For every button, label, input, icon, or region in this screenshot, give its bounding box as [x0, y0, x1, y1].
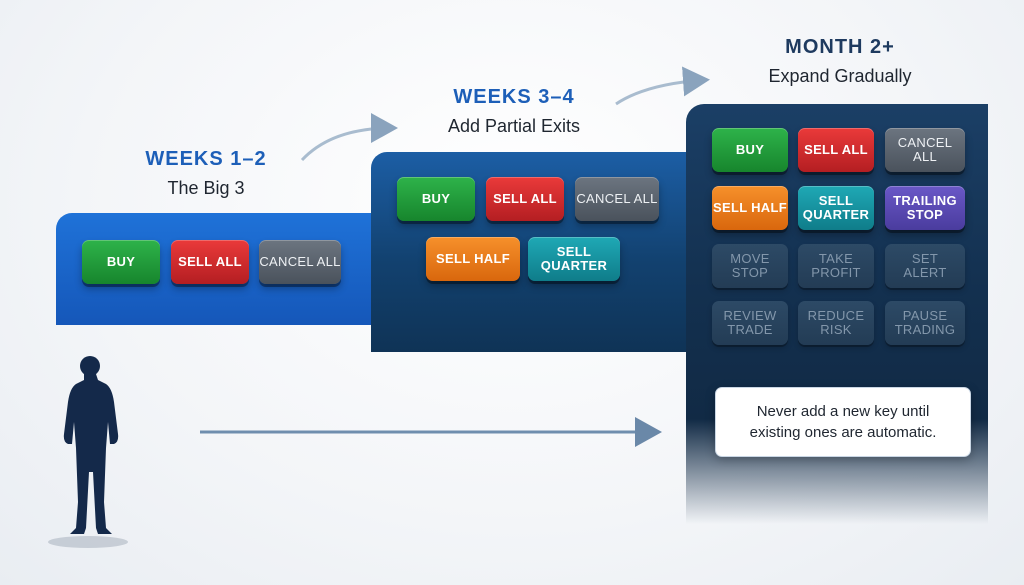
panel-month-2: BUY SELL ALL CANCEL ALL SELL HALF SELL Q…	[686, 104, 988, 524]
buy-button[interactable]: BUY	[397, 177, 475, 221]
sell-half-button[interactable]: SELL HALF	[426, 237, 520, 281]
take-profit-button[interactable]: TAKE PROFIT	[798, 244, 874, 288]
move-stop-button[interactable]: MOVE STOP	[712, 244, 788, 288]
review-trade-button[interactable]: REVIEW TRADE	[712, 301, 788, 345]
stage-1-subtitle: The Big 3	[167, 178, 245, 198]
cancel-all-button[interactable]: CANCEL ALL	[885, 128, 965, 172]
panel-weeks-1-2: BUY SELL ALL CANCEL ALL	[56, 213, 386, 325]
stage-2-subtitle: Add Partial Exits	[447, 116, 581, 136]
sell-all-button[interactable]: SELL ALL	[171, 240, 249, 284]
sell-quarter-button[interactable]: SELL QUARTER	[528, 237, 620, 281]
stage-2-title: WEEKS 3–4	[453, 86, 575, 108]
person-silhouette-icon	[48, 356, 128, 548]
cancel-all-button[interactable]: CANCEL ALL	[575, 177, 659, 221]
stage-3-title: MONTH 2+	[785, 36, 895, 58]
trailing-stop-button[interactable]: TRAILING STOP	[885, 186, 965, 230]
pause-trading-button[interactable]: PAUSE TRADING	[885, 301, 965, 345]
rule-callout: Never add a new key until existing ones …	[715, 387, 971, 457]
stage-3-subtitle: Expand Gradually	[768, 66, 912, 86]
set-alert-button[interactable]: SET ALERT	[885, 244, 965, 288]
callout-line-2: existing ones are automatic.	[749, 424, 937, 441]
buy-button[interactable]: BUY	[712, 128, 788, 172]
reduce-risk-button[interactable]: REDUCE RISK	[798, 301, 874, 345]
arrow-right-icon	[615, 66, 710, 106]
panel-weeks-3-4: BUY SELL ALL CANCEL ALL SELL HALF SELL Q…	[371, 152, 691, 352]
sell-half-button[interactable]: SELL HALF	[712, 186, 788, 230]
buy-button[interactable]: BUY	[82, 240, 160, 284]
sell-all-button[interactable]: SELL ALL	[486, 177, 564, 221]
sell-all-button[interactable]: SELL ALL	[798, 128, 874, 172]
callout-line-1: Never add a new key until	[756, 403, 930, 420]
sell-quarter-button[interactable]: SELL QUARTER	[798, 186, 874, 230]
stage-1-title: WEEKS 1–2	[145, 148, 267, 170]
cancel-all-button[interactable]: CANCEL ALL	[259, 240, 341, 284]
